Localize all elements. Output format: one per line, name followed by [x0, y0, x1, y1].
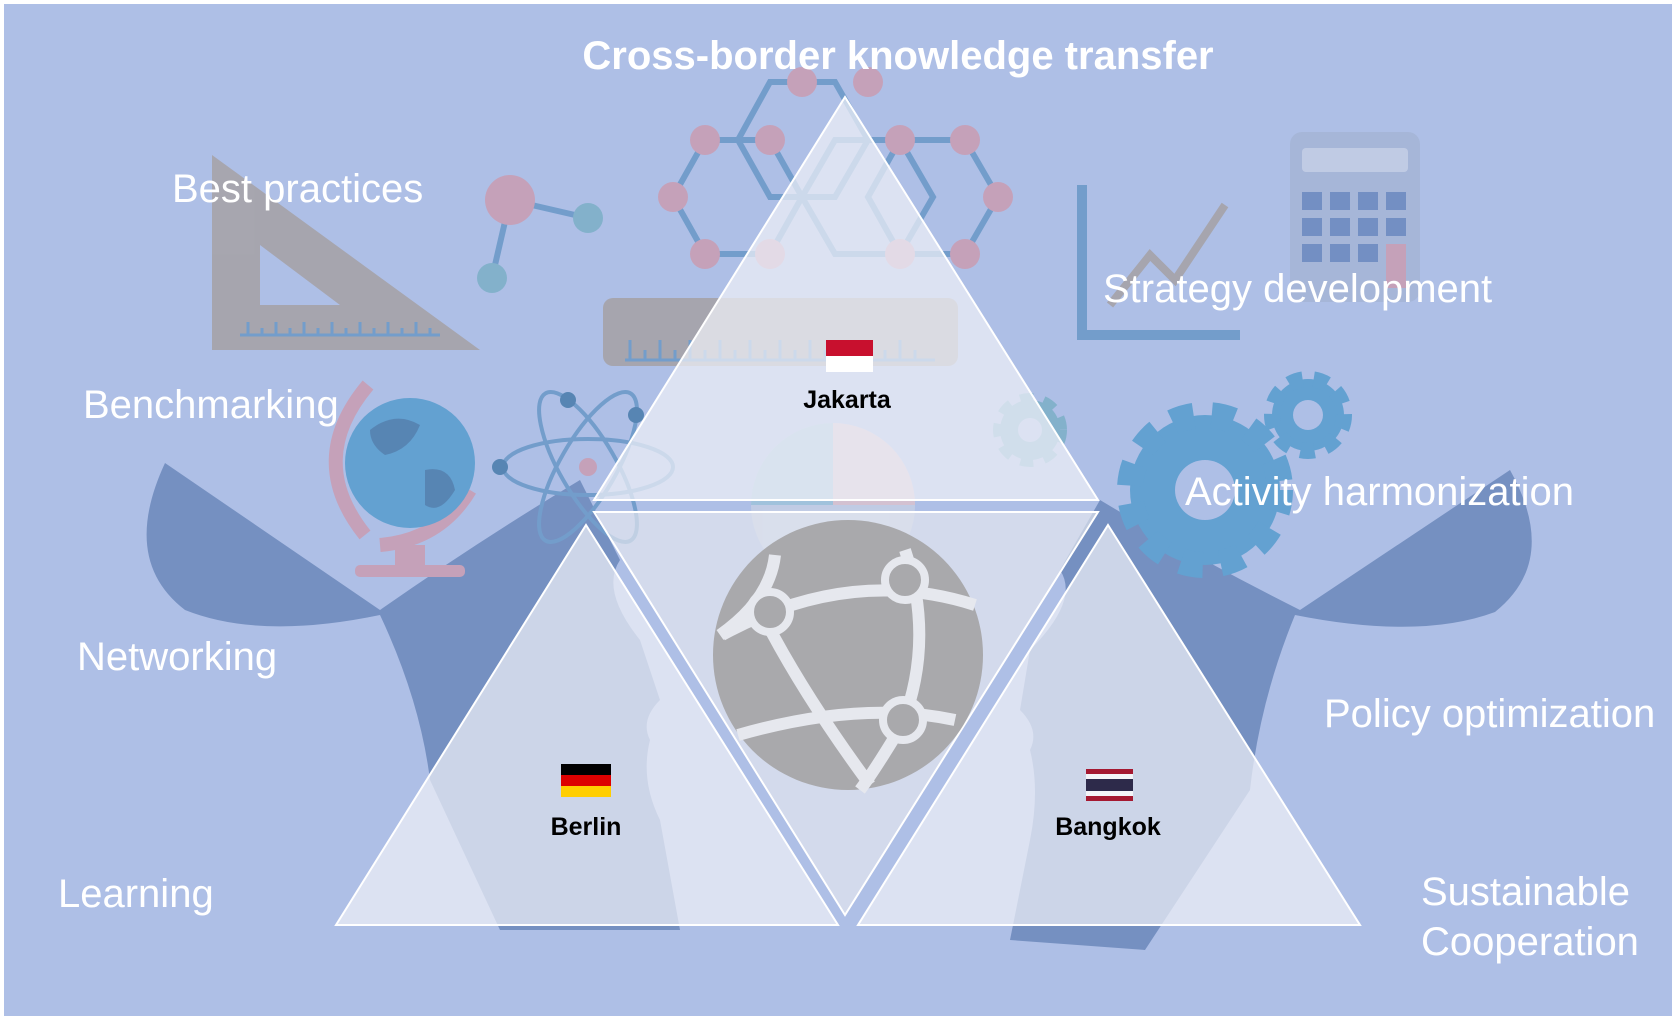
thailand-flag [1086, 769, 1133, 801]
triangle-right [856, 523, 1362, 926]
label-sustainable: Sustainable [1421, 870, 1630, 914]
triangle-left [334, 523, 840, 926]
indonesia-flag [826, 340, 873, 372]
label-policy-optimization: Policy optimization [1324, 692, 1655, 736]
label-learning: Learning [58, 872, 214, 916]
gear-icon [1264, 371, 1352, 459]
city-label-top: Jakarta [803, 386, 892, 414]
line-chart-icon [1077, 185, 1240, 340]
calculator-icon [1290, 132, 1420, 302]
city-label-right: Bangkok [1055, 813, 1161, 841]
diagram-title: Cross-border knowledge transfer [582, 34, 1213, 78]
label-networking: Networking [77, 635, 277, 679]
label-benchmarking: Benchmarking [83, 383, 339, 427]
atom-electron [492, 459, 508, 475]
network-globe-icon [713, 520, 983, 794]
city-label-left: Berlin [551, 813, 622, 841]
atom-electron [628, 407, 644, 423]
germany-flag [561, 764, 611, 797]
globe-icon [328, 380, 477, 577]
atom-electron [560, 392, 576, 408]
atom-nucleus [579, 458, 597, 476]
label-activity-harmonization: Activity harmonization [1185, 470, 1574, 514]
set-square-icon [212, 155, 480, 350]
triangle-top [592, 95, 1100, 501]
label-cooperation: Cooperation [1421, 920, 1639, 964]
label-best-practices: Best practices [172, 167, 423, 211]
molecule-icon [477, 175, 603, 293]
gear-icon [1117, 402, 1293, 578]
label-strategy-development: Strategy development [1103, 267, 1492, 311]
